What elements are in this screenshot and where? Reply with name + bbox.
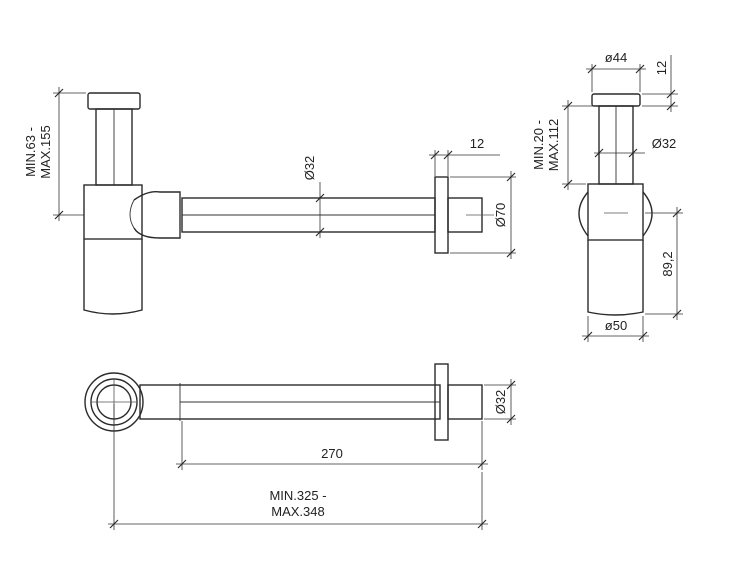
side-cap-diameter: ø44 (605, 50, 627, 65)
trap-body-lower (83, 239, 143, 315)
front-flange-diameter: Ø70 (493, 203, 508, 228)
side-elbow-right (642, 191, 653, 237)
side-height-min: MIN.20 - (531, 120, 546, 170)
front-height-max: MAX.155 (38, 125, 53, 178)
front-flange-thickness: 12 (470, 136, 484, 151)
top-pipe-length: 270 (321, 446, 343, 461)
side-body-upper (587, 183, 644, 241)
trap-body-upper (83, 184, 143, 240)
front-view: MIN.63 - MAX.155 Ø32 12 Ø70 (23, 87, 516, 315)
trap-cap (87, 92, 141, 110)
side-body-height: 89,2 (660, 251, 675, 276)
side-tube-diameter: Ø32 (652, 136, 677, 151)
front-tube-diameter: Ø32 (302, 156, 317, 181)
side-view: ø44 12 MIN.20 - MAX.112 Ø32 89,2 (531, 50, 683, 342)
side-cap-height: 12 (654, 61, 669, 75)
top-view: Ø32 270 MIN.325 - MAX.348 (84, 363, 516, 530)
trap-elbow (133, 190, 181, 239)
side-body-lower (587, 240, 644, 316)
side-cap (591, 93, 641, 107)
top-pipe-diameter: Ø32 (493, 390, 508, 415)
side-elbow-left (578, 191, 589, 237)
top-total-length-min: MIN.325 - (269, 488, 326, 503)
side-height-max: MAX.112 (546, 119, 561, 172)
side-body-diameter: ø50 (605, 318, 627, 333)
top-pipe-end (447, 384, 483, 420)
top-total-length-max: MAX.348 (271, 504, 324, 519)
wall-flange (434, 176, 449, 254)
front-height-min: MIN.63 - (23, 127, 38, 177)
